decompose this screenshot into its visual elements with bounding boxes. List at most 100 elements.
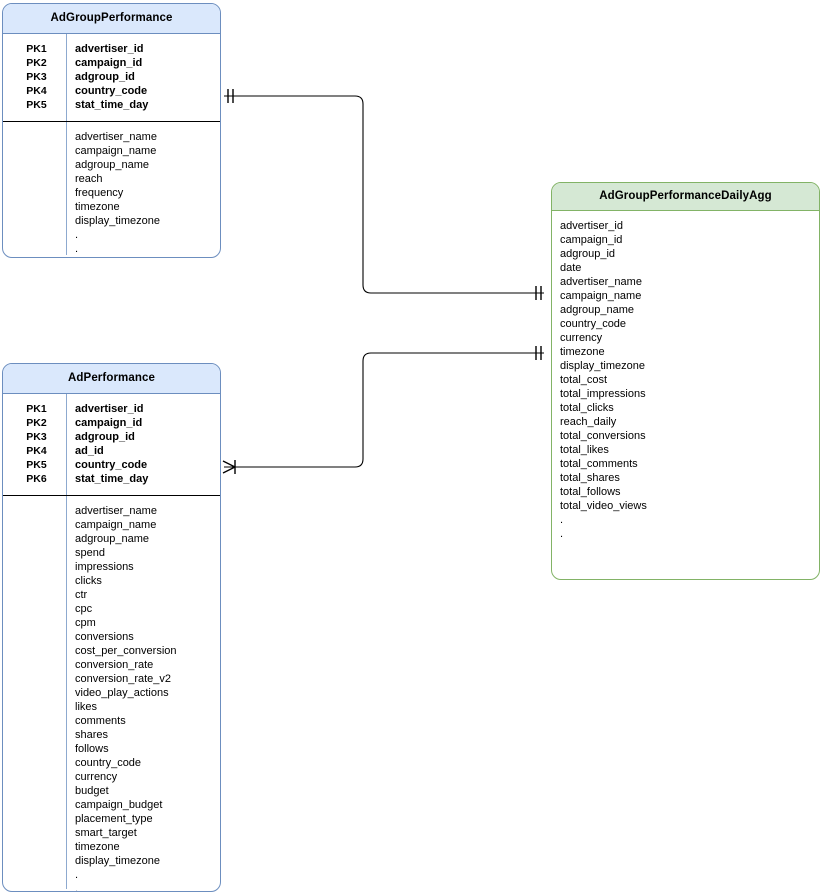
attribute: advertiser_id [560, 220, 623, 232]
attribute: follows [75, 743, 109, 755]
entity-adgroupperformance-title: AdGroupPerformance [3, 4, 220, 34]
cardinality-one-and-only-one-right-2 [535, 346, 542, 360]
pk-label: PK2 [26, 417, 47, 429]
attribute: total_comments [560, 458, 638, 470]
primary-key-fields: advertiser_id campaign_id adgroup_id cou… [67, 34, 220, 121]
attribute: currency [560, 332, 603, 344]
attribute-ellipsis: . [560, 528, 564, 540]
pk-field: stat_time_day [75, 473, 149, 485]
attribute: cost_per_conversion [75, 645, 177, 657]
attribute: total_likes [560, 444, 609, 456]
pk-label: PK6 [26, 473, 47, 485]
pk-field: campaign_id [75, 417, 143, 429]
attribute: campaign_id [560, 234, 623, 246]
pk-label: PK5 [26, 459, 47, 471]
attribute: total_impressions [560, 388, 646, 400]
pk-field: advertiser_id [75, 403, 144, 415]
attribute: clicks [75, 575, 102, 587]
attribute: comments [75, 715, 126, 727]
pk-label: PK4 [26, 85, 47, 97]
entity-adgroupperformance[interactable]: AdGroupPerformance PK1 PK2 PK3 PK4 PK5 a… [2, 3, 221, 258]
attribute: cpm [75, 617, 96, 629]
pk-label: PK1 [26, 403, 47, 415]
primary-key-labels: PK1 PK2 PK3 PK4 PK5 [3, 34, 67, 121]
entity-adperformance[interactable]: AdPerformance PK1 PK2 PK3 PK4 PK5 PK6 ad… [2, 363, 221, 892]
pk-label: PK5 [26, 99, 47, 111]
attribute: conversion_rate [75, 659, 154, 671]
attribute: currency [75, 771, 118, 783]
attribute: display_timezone [75, 855, 160, 867]
attribute: advertiser_name [75, 505, 157, 517]
entity-adperformance-attribute-block: advertiser_name campaign_name adgroup_na… [3, 496, 220, 892]
attribute: timezone [560, 346, 605, 358]
attribute: shares [75, 729, 109, 741]
attribute: timezone [75, 201, 120, 213]
primary-key-labels: PK1 PK2 PK3 PK4 PK5 PK6 [3, 394, 67, 495]
pk-field: ad_id [75, 445, 104, 457]
attribute-fields: advertiser_name campaign_name adgroup_na… [67, 496, 220, 892]
attribute: total_conversions [560, 430, 646, 442]
attribute-ellipsis: . [75, 229, 79, 241]
pk-field: country_code [75, 459, 148, 471]
attribute: total_cost [560, 374, 608, 386]
attribute: display_timezone [560, 360, 645, 372]
attribute: placement_type [75, 813, 153, 825]
attribute: display_timezone [75, 215, 160, 227]
pk-label: PK3 [26, 431, 47, 443]
pk-field: adgroup_id [75, 431, 135, 443]
relationship-adperformance-dailyagg[interactable] [222, 346, 544, 474]
attribute: frequency [75, 187, 124, 199]
attribute: total_video_views [560, 500, 647, 512]
entity-adgroupperformance-attribute-block: advertiser_name campaign_name adgroup_na… [3, 122, 220, 255]
entity-adperformance-title: AdPerformance [3, 364, 220, 394]
pk-label: PK4 [26, 445, 47, 457]
attribute: timezone [75, 841, 120, 853]
attribute: ctr [75, 589, 88, 601]
pk-label: PK2 [26, 57, 47, 69]
attribute: reach_daily [560, 416, 617, 428]
attribute-ellipsis: . [75, 883, 79, 892]
attribute: total_shares [560, 472, 620, 484]
attribute: campaign_budget [75, 799, 163, 811]
attribute: smart_target [75, 827, 137, 839]
attribute: campaign_name [75, 145, 157, 157]
attribute: impressions [75, 561, 134, 573]
attribute: video_play_actions [75, 687, 169, 699]
attribute: spend [75, 547, 105, 559]
entity-adgroupperformance-key-block: PK1 PK2 PK3 PK4 PK5 advertiser_id campai… [3, 34, 220, 122]
attribute: campaign_name [75, 519, 157, 531]
entity-adgroupperformancedailyagg[interactable]: AdGroupPerformanceDailyAgg advertiser_id… [551, 182, 820, 580]
relationship-adgroupperformance-dailyagg[interactable] [224, 89, 544, 300]
attribute: country_code [75, 757, 142, 769]
attribute: country_code [560, 318, 627, 330]
attribute-gutter [3, 496, 67, 889]
attribute-ellipsis: . [75, 243, 79, 255]
attribute: date [560, 262, 582, 274]
attribute: adgroup_id [560, 248, 616, 260]
pk-field: advertiser_id [75, 43, 144, 55]
attribute: adgroup_name [560, 304, 635, 316]
pk-field: campaign_id [75, 57, 143, 69]
attribute: total_follows [560, 486, 621, 498]
attribute: cpc [75, 603, 93, 615]
entity-adperformance-key-block: PK1 PK2 PK3 PK4 PK5 PK6 advertiser_id ca… [3, 394, 220, 496]
entity-adgroupperformancedailyagg-attribute-list: advertiser_id campaign_id adgroup_id dat… [552, 211, 819, 547]
cardinality-one-and-only-one-left [227, 89, 234, 103]
attribute: adgroup_name [75, 533, 150, 545]
attribute: budget [75, 785, 109, 797]
pk-field: country_code [75, 85, 148, 97]
attribute: advertiser_name [75, 131, 157, 143]
attribute: adgroup_name [75, 159, 150, 171]
attribute: reach [75, 173, 103, 185]
pk-label: PK3 [26, 71, 47, 83]
attribute-ellipsis: . [75, 869, 79, 881]
attribute-fields: advertiser_name campaign_name adgroup_na… [67, 122, 220, 255]
primary-key-fields: advertiser_id campaign_id adgroup_id ad_… [67, 394, 220, 495]
attribute-gutter [3, 122, 67, 255]
attribute: total_clicks [560, 402, 614, 414]
cardinality-one-and-only-one-right [535, 286, 542, 300]
entity-adgroupperformancedailyagg-title: AdGroupPerformanceDailyAgg [552, 183, 819, 211]
attribute: advertiser_name [560, 276, 642, 288]
pk-field: stat_time_day [75, 99, 149, 111]
